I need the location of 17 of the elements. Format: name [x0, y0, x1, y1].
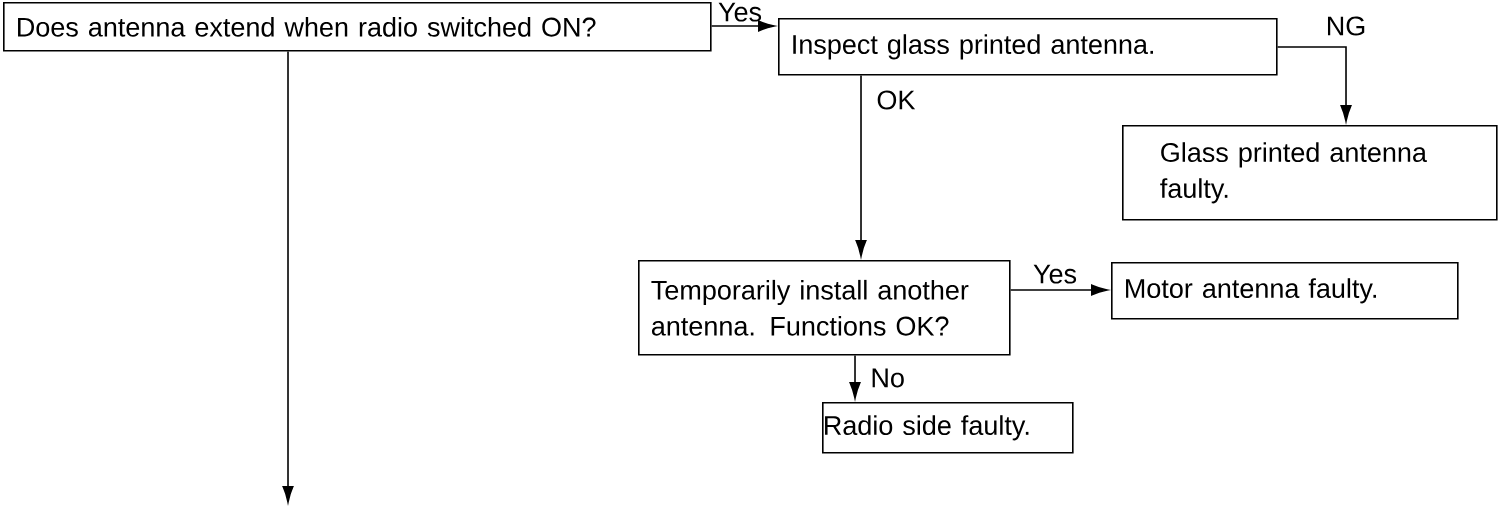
- edge-label: Yes: [1033, 264, 1077, 284]
- process-box: Motor antenna faulty.: [1111, 262, 1459, 320]
- process-box: Temporarily install another antenna. Functions OK?: [638, 260, 1011, 356]
- process-box: Radio side faulty.: [822, 402, 1074, 454]
- arrow: [1276, 46, 1352, 122]
- process-box: Glass printed antenna faulty.: [1122, 125, 1498, 221]
- arrow: [1009, 284, 1108, 296]
- process-box: Does antenna extend when radio switched ON?: [3, 2, 712, 52]
- arrow: [710, 20, 775, 32]
- arrow: [282, 50, 294, 503]
- edge-label: OK: [877, 90, 916, 110]
- edge-label: Yes: [718, 2, 762, 22]
- edge-label: NG: [1328, 16, 1365, 36]
- arrow: [855, 74, 867, 257]
- edge-label: No: [872, 368, 904, 388]
- arrow: [849, 354, 861, 399]
- process-box: Inspect glass printed antenna.: [778, 18, 1278, 76]
